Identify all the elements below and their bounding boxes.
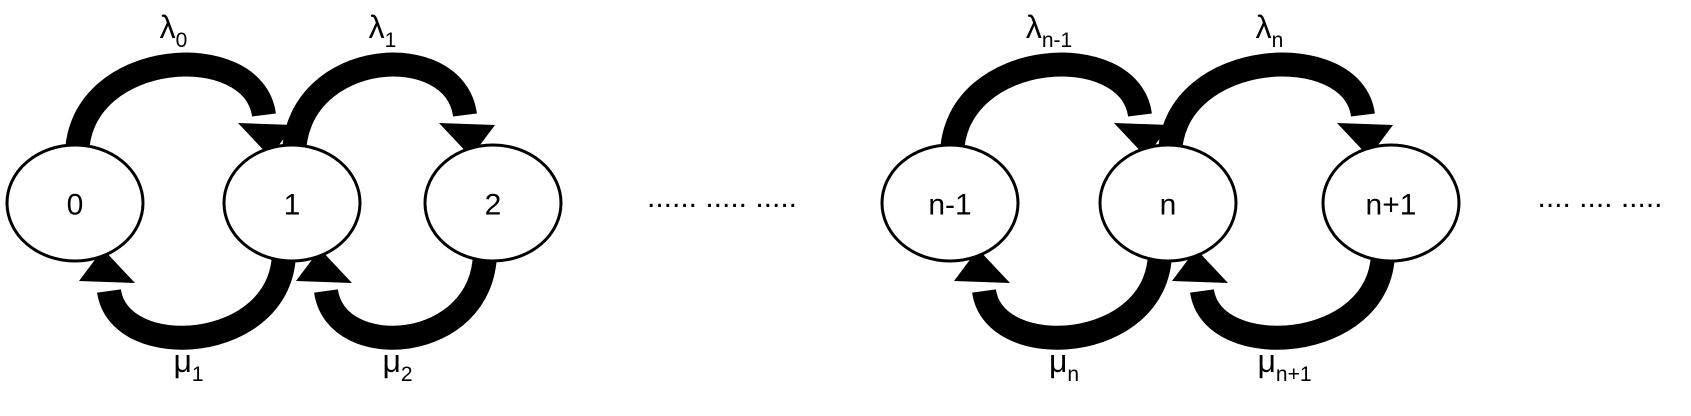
ellipsis-dots-end: .... .... ..... <box>1537 181 1662 214</box>
state-label-nplus1: n+1 <box>1366 189 1417 222</box>
birth-arrowhead-0-to-1 <box>238 123 294 157</box>
birth-arrow-n-to-nplus1 <box>1158 52 1375 155</box>
state-label-0: 0 <box>67 189 84 222</box>
birth-arrowhead-n-1-to-n <box>1114 123 1170 157</box>
birth-rate-label-n-1: λn-1 <box>1026 9 1072 52</box>
birth-rate-label-0: λ0 <box>160 9 188 52</box>
state-node-2 <box>423 143 563 263</box>
birth-arrow-1-to-2 <box>282 52 477 155</box>
state-node-n <box>1098 143 1238 263</box>
state-nodes: 0 1 2 n-1 n n+1 <box>5 143 1461 263</box>
state-label-1: 1 <box>284 189 301 222</box>
state-label-n-1: n-1 <box>928 189 971 222</box>
death-rate-label-nplus1: μn+1 <box>1257 343 1311 386</box>
death-arrowhead-nplus1-to-n <box>1172 249 1228 283</box>
death-arrow-nplus1-to-n <box>1190 251 1395 350</box>
death-rate-label-1: μ1 <box>173 343 203 386</box>
death-arrowhead-1-to-0 <box>79 249 135 283</box>
birth-arrow-n-1-to-n <box>940 52 1152 155</box>
ellipsis-dots-middle: ...... ..... ..... <box>647 181 797 214</box>
death-arrowhead-2-to-1 <box>296 249 352 283</box>
death-rate-label-n: μn <box>1049 343 1079 386</box>
birth-arrowhead-n-to-nplus1 <box>1337 123 1393 157</box>
death-arrow-n-to-n-1 <box>972 251 1172 350</box>
death-rate-label-2: μ2 <box>382 343 412 386</box>
state-node-1 <box>222 143 362 263</box>
state-node-n-1 <box>880 143 1020 263</box>
transition-arrows <box>65 52 1395 350</box>
birth-rate-label-n: λn <box>1256 9 1284 52</box>
death-arrow-2-to-1 <box>314 252 497 350</box>
state-label-2: 2 <box>485 189 502 222</box>
death-arrowhead-n-to-n-1 <box>954 249 1010 283</box>
birth-arrow-0-to-1 <box>65 52 276 155</box>
state-label-n: n <box>1160 189 1177 222</box>
birth-arrowhead-1-to-2 <box>439 123 495 157</box>
rate-labels: λ0 λ1 λn-1 λn μ1 μ2 μn μn+1 <box>160 9 1312 386</box>
state-node-0 <box>5 143 145 263</box>
death-arrow-1-to-0 <box>97 252 296 350</box>
state-node-nplus1 <box>1321 143 1461 263</box>
birth-rate-label-1: λ1 <box>369 9 397 52</box>
